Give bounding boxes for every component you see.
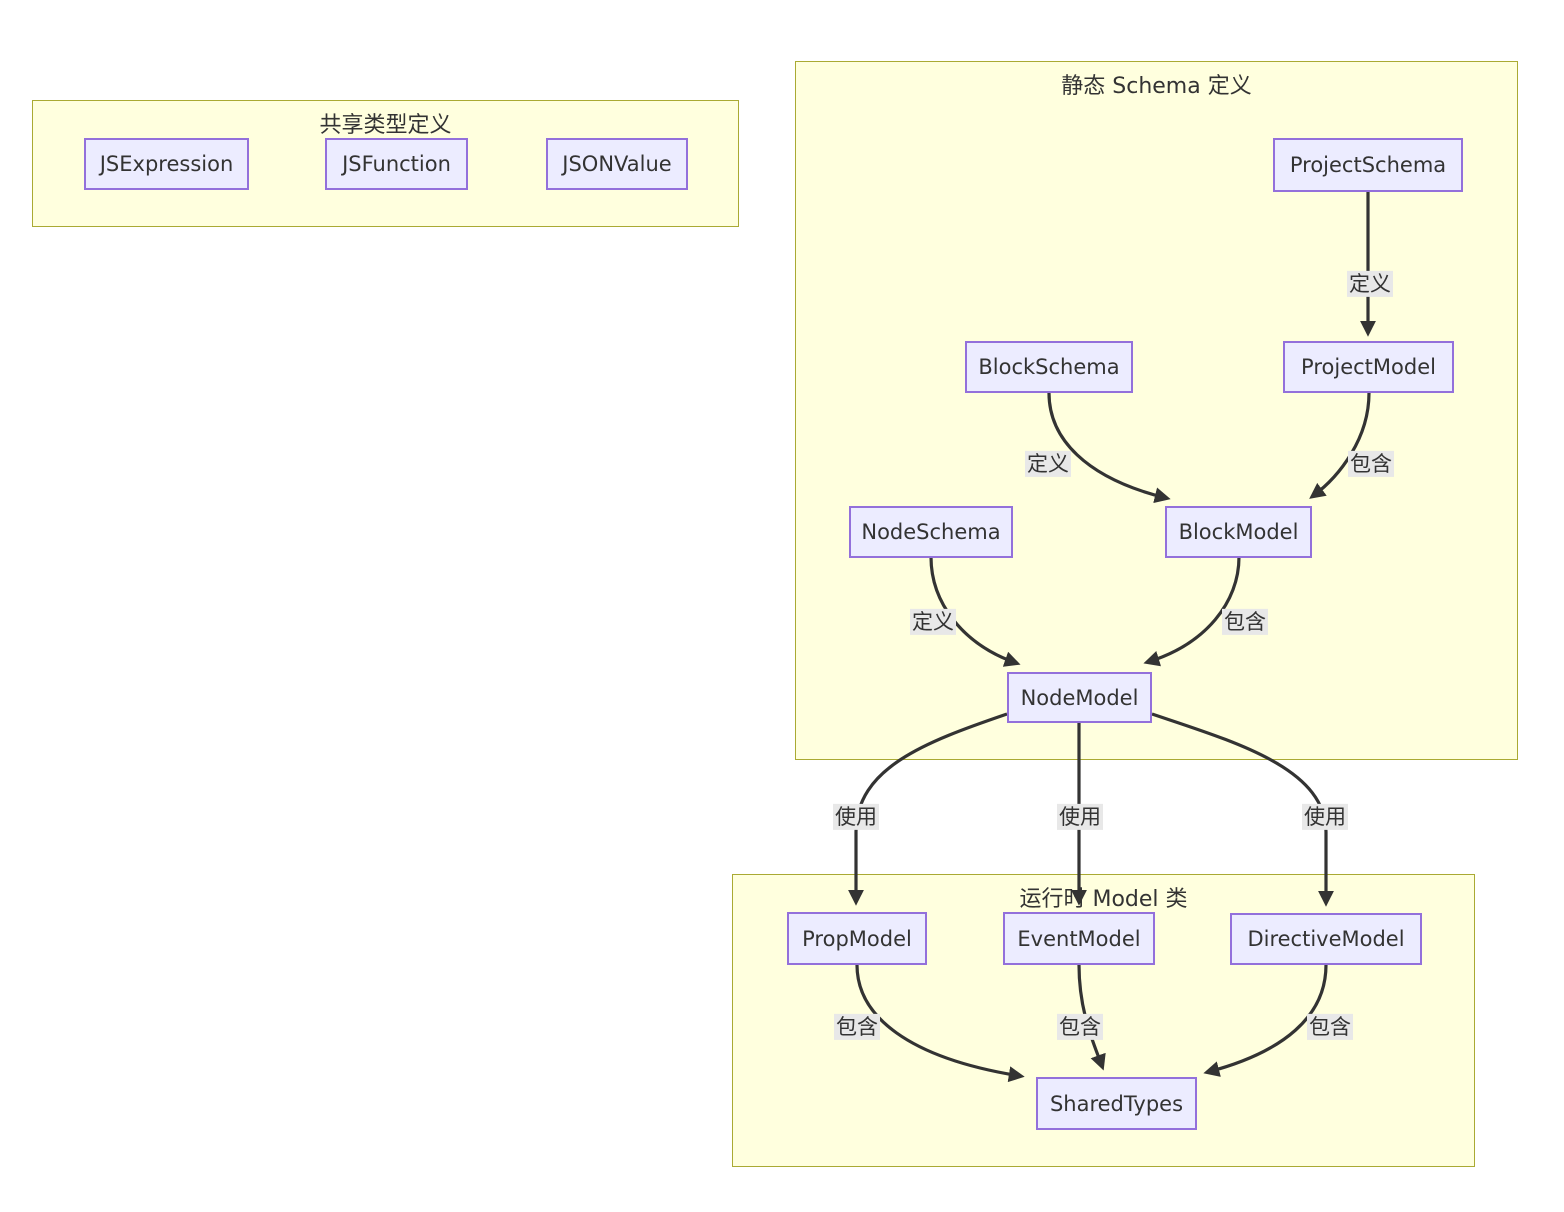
node-SharedTypes: SharedTypes	[1036, 1077, 1197, 1130]
node-DirectiveModel: DirectiveModel	[1230, 913, 1422, 965]
edge-label-NodeSchema-to-NodeModel: 定义	[910, 608, 956, 636]
node-JSFunction-label: JSFunction	[342, 152, 451, 176]
node-SharedTypes-label: SharedTypes	[1049, 1091, 1184, 1116]
edge-label-DirectiveModel-to-SharedTypes: 包含	[1307, 1013, 1353, 1041]
edge-label-BlockSchema-to-BlockModel: 定义	[1025, 450, 1071, 478]
node-NodeSchema-label: NodeSchema	[861, 520, 1001, 544]
edge-label-NodeModel-to-DirectiveModel: 使用	[1302, 803, 1348, 831]
node-NodeModel: NodeModel	[1007, 672, 1152, 723]
node-JSFunction: JSFunction	[325, 138, 468, 190]
node-ProjectSchema: ProjectSchema	[1273, 138, 1463, 192]
cluster-shared-types-title: 共享类型定义	[319, 113, 452, 138]
node-PropModel: PropModel	[787, 912, 927, 965]
node-BlockModel: BlockModel	[1165, 506, 1312, 558]
edge-BlockModel-to-NodeModel	[1143, 556, 1241, 667]
edge-label-EventModel-to-SharedTypes: 包含	[1057, 1013, 1103, 1041]
edge-label-BlockModel-to-NodeModel: 包含	[1222, 608, 1268, 636]
node-ProjectSchema-label: ProjectSchema	[1289, 153, 1447, 177]
edge-NodeModel-to-DirectiveModel	[1151, 712, 1334, 907]
edge-label-NodeModel-to-EventModel: 使用	[1057, 803, 1103, 831]
node-JSONValue-label: JSONValue	[562, 152, 672, 176]
node-PropModel-label: PropModel	[802, 926, 912, 951]
edge-PropModel-to-SharedTypes	[855, 964, 1025, 1083]
node-ProjectModel: ProjectModel	[1283, 341, 1454, 393]
edge-label-PropModel-to-SharedTypes: 包含	[834, 1013, 880, 1041]
node-EventModel-label: EventModel	[1017, 926, 1141, 951]
edge-label-ProjectSchema-to-ProjectModel: 定义	[1347, 270, 1393, 298]
edge-label-ProjectModel-to-BlockModel: 包含	[1348, 450, 1394, 478]
edge-BlockSchema-to-BlockModel	[1047, 392, 1171, 504]
node-BlockSchema-label: BlockSchema	[978, 355, 1120, 379]
node-JSExpression-label: JSExpression	[99, 152, 234, 176]
edge-label-NodeModel-to-PropModel: 使用	[833, 803, 879, 831]
node-BlockSchema: BlockSchema	[965, 341, 1133, 393]
edge-ProjectModel-to-BlockModel	[1309, 392, 1371, 499]
node-DirectiveModel-label: DirectiveModel	[1247, 927, 1405, 951]
edge-DirectiveModel-to-SharedTypes	[1203, 964, 1328, 1077]
node-EventModel: EventModel	[1003, 912, 1155, 965]
node-NodeModel-label: NodeModel	[1020, 685, 1139, 710]
cluster-runtime-model-title: 运行时 Model 类	[1019, 887, 1188, 912]
cluster-static-schema-title: 静态 Schema 定义	[1061, 74, 1252, 99]
node-JSExpression: JSExpression	[84, 138, 249, 190]
node-ProjectModel-label: ProjectModel	[1301, 355, 1436, 379]
node-JSONValue: JSONValue	[546, 138, 688, 190]
node-NodeSchema: NodeSchema	[849, 506, 1013, 558]
node-BlockModel-label: BlockModel	[1178, 520, 1299, 544]
